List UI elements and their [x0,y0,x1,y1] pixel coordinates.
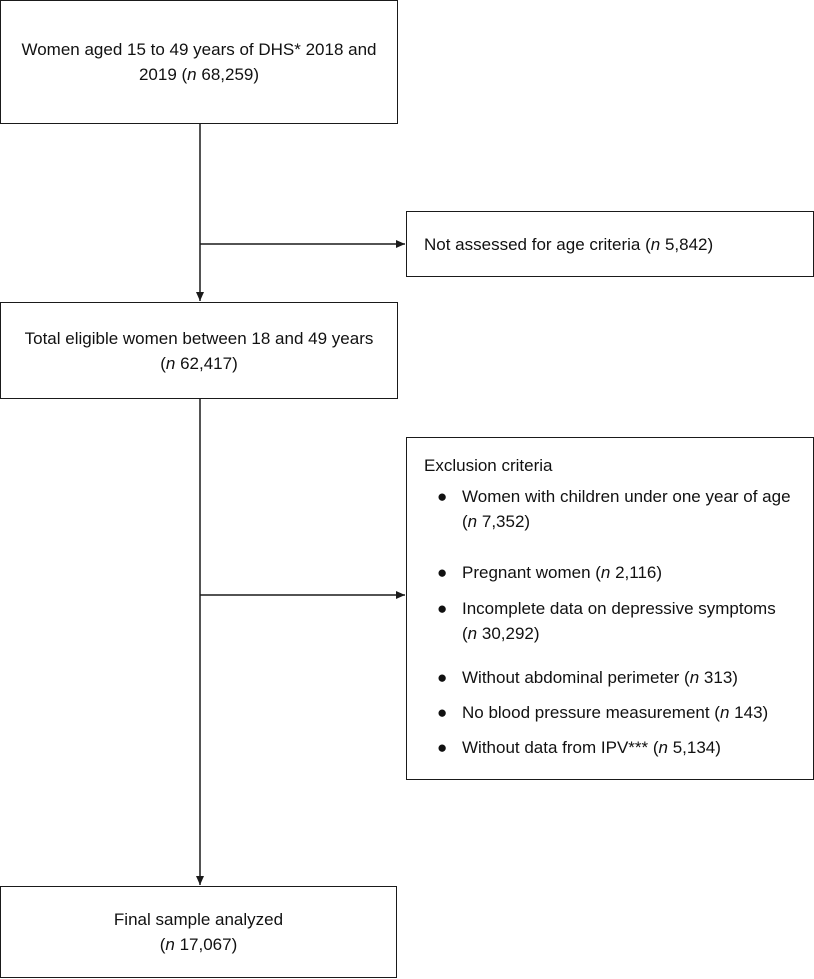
eligible-n-label: n [165,353,176,373]
exclusion-item-count: 5,134) [668,738,721,757]
exclusion-item-count: 143) [729,703,769,722]
bullet-icon: ● [437,668,448,687]
exclusion-item-text: Women with children under one year of ag… [462,484,809,534]
final-box: Final sample analyzed (n 17,067) [0,886,397,978]
eligible-line2-prefix: ( [160,353,166,373]
bullet-icon: ● [437,599,448,618]
eligible-line2: (n 62,417) [160,351,238,376]
start-line2: 2019 (n 68,259) [139,62,259,87]
exclusion-item-n-label: n [658,738,668,757]
bullet-icon: ● [437,738,448,757]
exclusion-item-prefix: ( [462,624,468,643]
exclusion-item-line2: (n 7,352) [462,509,809,534]
exclusion-item-text: No blood pressure measurement (n 143) [462,700,809,725]
exclusion-item-text: Without data from IPV*** (n 5,134) [462,735,809,760]
start-line1: Women aged 15 to 49 years of DHS* 2018 a… [21,40,377,59]
exclusion-item-line1: Incomplete data on depressive symptoms [462,599,776,618]
exclusion-title: Exclusion criteria [424,456,553,475]
start-box: Women aged 15 to 49 years of DHS* 2018 a… [0,0,398,124]
eligible-line1: Total eligible women between 18 and 49 y… [24,328,374,348]
not-assessed-label: Not assessed for age criteria ( [424,234,651,254]
bullet-icon: ● [437,703,448,722]
start-count: 68,259) [196,65,260,84]
exclusion-item-line1: Without abdominal perimeter ( [462,668,690,687]
exclusion-item-text: Incomplete data on depressive symptoms (… [462,596,809,646]
exclusion-item-line1: No blood pressure measurement ( [462,703,720,722]
final-line2: (n 17,067) [160,932,238,957]
exclusion-item-n-label: n [467,512,478,531]
not-assessed-box: Not assessed for age criteria (n 5,842) [406,211,814,277]
exclusion-item-n-label: n [600,563,611,582]
exclusion-item-n-label: n [689,668,700,687]
bullet-icon: ● [437,563,448,582]
not-assessed-count: 5,842) [660,234,714,254]
eligible-box: Total eligible women between 18 and 49 y… [0,302,398,399]
bullet-icon: ● [437,487,448,506]
start-line2-prefix: 2019 ( [138,65,188,84]
exclusion-item-text: Pregnant women (n 2,116) [462,560,809,585]
exclusion-item-text: Without abdominal perimeter (n 313) [462,665,809,690]
final-n-label: n [165,935,175,954]
exclusion-item-count: 30,292) [477,624,540,643]
final-line1: Final sample analyzed [113,910,284,929]
exclusion-box: Exclusion criteria ● Women with children… [406,437,814,780]
exclusion-item-prefix: ( [462,512,468,531]
not-assessed-n-label: n [650,234,661,254]
exclusion-item-line2: (n 30,292) [462,621,809,646]
final-line2-prefix: ( [159,935,166,954]
exclusion-item-n-label: n [467,624,478,643]
exclusion-item-count: 7,352) [477,512,531,531]
exclusion-item-n-label: n [719,703,730,722]
not-assessed-text: Not assessed for age criteria (n 5,842) [424,232,713,257]
start-n-label: n [187,65,197,84]
eligible-count: 62,417) [175,353,238,373]
exclusion-item-line1: Pregnant women ( [462,563,601,582]
exclusion-item-count: 2,116) [610,563,663,582]
exclusion-item-line1: Without data from IPV*** ( [462,738,659,757]
final-count: 17,067) [174,935,238,954]
exclusion-item-count: 313) [699,668,738,687]
exclusion-item-line1: Women with children under one year of ag… [462,487,791,506]
